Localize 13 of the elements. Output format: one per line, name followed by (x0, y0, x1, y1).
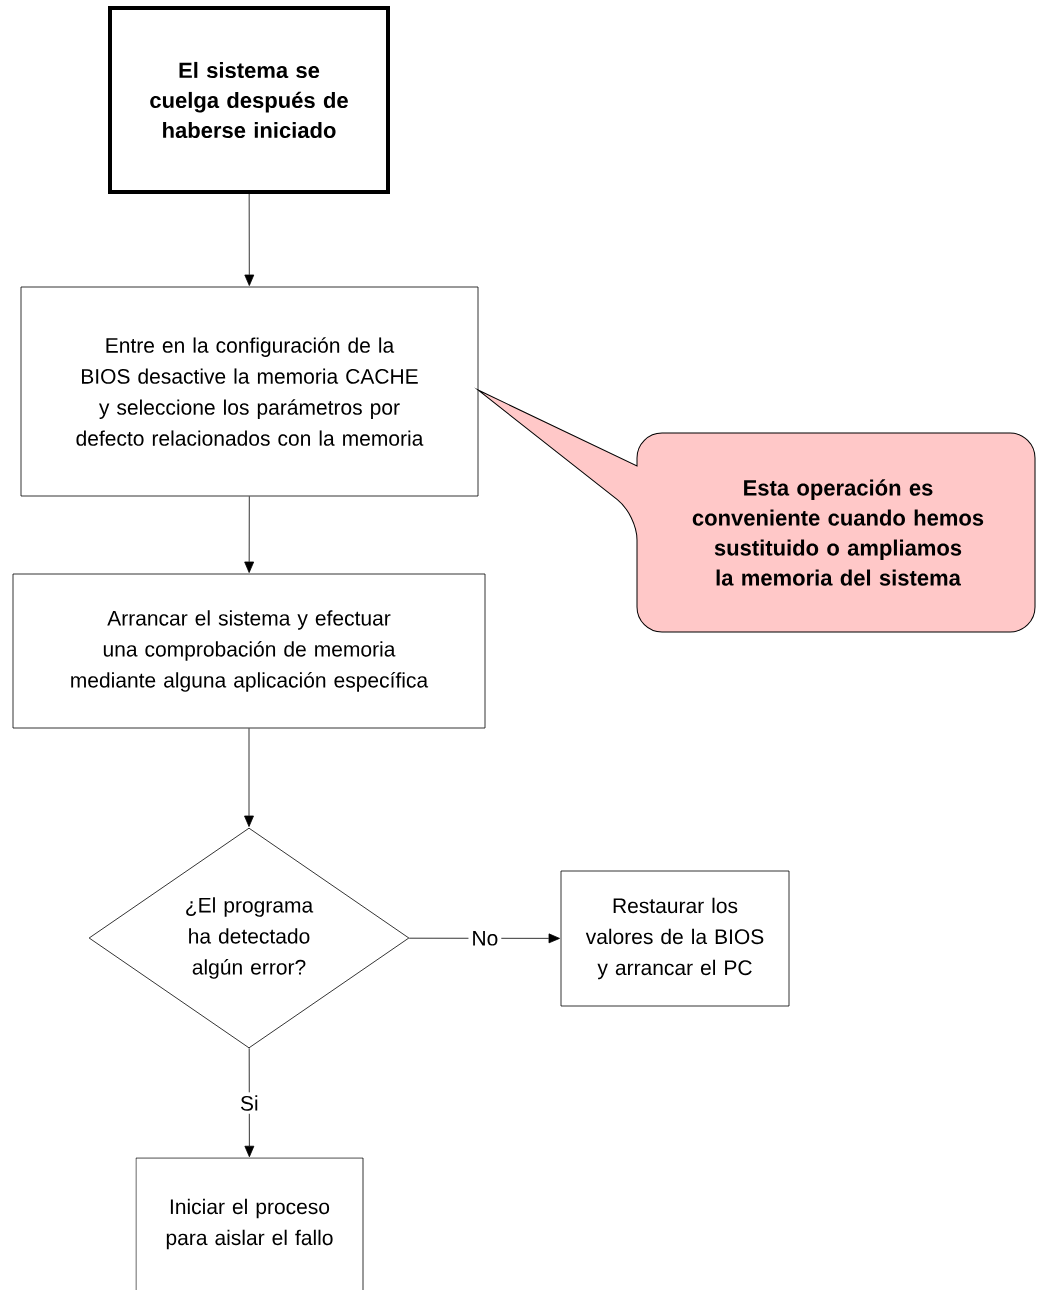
start-box: El sistema se cuelga después de haberse iniciado (108, 6, 390, 194)
process-box: Iniciar el proceso para aislar el fallo (135, 1157, 364, 1290)
arrow (244, 1047, 255, 1158)
callout-bubble: Esta operación es conveniente cuando hemos sustituido o ampliamos la memoria del sistema (477, 389, 1036, 633)
arrow (244, 193, 255, 286)
process-box: Arrancar el sistema y efectuar una comprobación de memoria mediante alguna aplicación específica (12, 573, 486, 729)
arrow (244, 728, 254, 827)
arrow (408, 933, 560, 944)
process-box: Restaurar los valores de la BIOS y arrancar el PC (560, 870, 790, 1007)
arrow (244, 496, 255, 573)
edge-label: Si (236, 1092, 262, 1114)
edge-label: No (468, 927, 502, 949)
process-box: Entre en la configuración de la BIOS desactive la memoria CACHE y seleccione los parámetros por defecto relacionados con la memoria (20, 286, 479, 497)
